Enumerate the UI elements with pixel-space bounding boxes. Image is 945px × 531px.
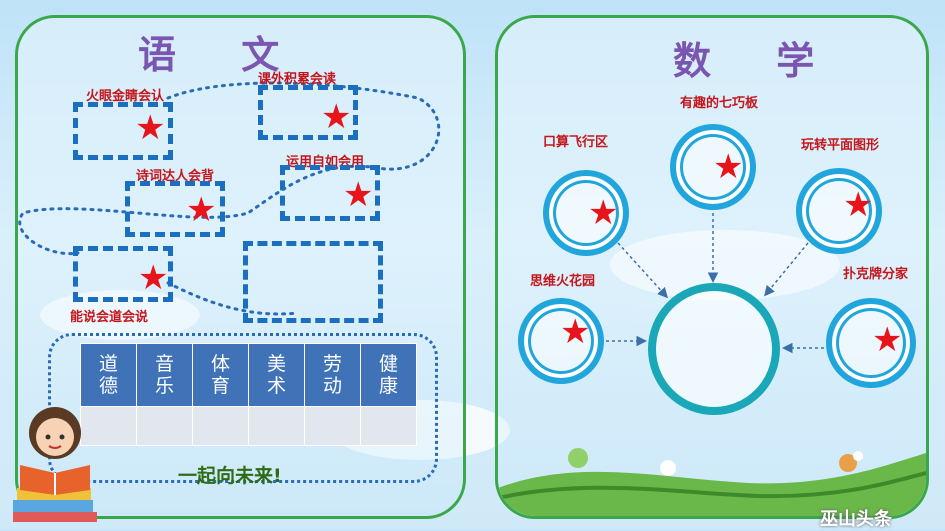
blank-cell[interactable]: [80, 406, 137, 446]
blank-cell[interactable]: [248, 406, 305, 446]
box-read[interactable]: [258, 85, 358, 140]
star-icon: ★: [138, 258, 169, 298]
star-icon: ★: [713, 147, 744, 187]
label-poker: 扑克牌分家: [843, 267, 909, 282]
label-recognize: 火眼金睛会认: [86, 89, 165, 104]
box-speak[interactable]: [73, 246, 173, 302]
star-icon: ★: [560, 312, 591, 352]
subject-cell: 道德: [80, 343, 137, 407]
star-icon: ★: [843, 185, 874, 225]
ring-oral-calc[interactable]: [543, 170, 629, 256]
label-oral-calc: 口算飞行区: [543, 135, 609, 150]
subject-cell: 健康: [360, 343, 417, 407]
label-plane-figures: 玩转平面图形: [801, 138, 880, 153]
label-thinking: 思维火花园: [530, 274, 596, 289]
vine-decoration: [498, 448, 926, 516]
chinese-panel: 语 文 火眼金睛会认 ★ 课外积累会读 ★ 诗词达人会背 ★ 运用自如会用 ★ …: [15, 15, 466, 519]
box-blank[interactable]: [243, 241, 383, 323]
center-ring[interactable]: [648, 283, 780, 415]
star-icon: ★: [872, 320, 903, 360]
math-title: 数 学: [673, 38, 841, 83]
subject-table: 道德 音乐 体育 美术 劳动 健康: [80, 343, 417, 446]
ring-thinking[interactable]: [518, 298, 604, 384]
ring-plane-figures[interactable]: [796, 168, 882, 254]
math-panel: 数 学 有趣的七巧板 ★ 口算飞行区 ★ 玩转平面图形 ★ 思维火花园 ★ 扑克…: [495, 15, 929, 519]
star-icon: ★: [321, 97, 352, 137]
reading-girl-illustration: [13, 407, 97, 522]
blank-cell[interactable]: [192, 406, 249, 446]
subject-cell: 音乐: [136, 343, 193, 407]
box-use[interactable]: [280, 165, 380, 221]
blank-cell[interactable]: [304, 406, 361, 446]
ring-poker[interactable]: [826, 298, 916, 388]
label-tangram: 有趣的七巧板: [680, 96, 759, 111]
blank-cell[interactable]: [136, 406, 193, 446]
ring-tangram[interactable]: [670, 124, 756, 210]
star-icon: ★: [343, 175, 374, 215]
box-recite[interactable]: [125, 181, 225, 237]
label-speak: 能说会道会说: [70, 310, 149, 325]
subject-cell: 劳动: [304, 343, 361, 407]
label-recite: 诗词达人会背: [136, 169, 215, 184]
blank-cell[interactable]: [360, 406, 417, 446]
connector-arrows: [606, 213, 824, 354]
label-read: 课外积累会读: [258, 72, 337, 87]
star-icon: ★: [186, 190, 217, 230]
box-recognize[interactable]: [73, 102, 173, 160]
star-icon: ★: [588, 193, 619, 233]
subject-cell: 美术: [248, 343, 305, 407]
dotted-path: [18, 81, 441, 316]
motto-text: 一起向未来!: [178, 465, 282, 487]
watermark-text: 巫山头条: [820, 509, 892, 530]
chinese-title: 语 文: [138, 32, 306, 77]
star-icon: ★: [135, 108, 166, 148]
subject-cell: 体育: [192, 343, 249, 407]
